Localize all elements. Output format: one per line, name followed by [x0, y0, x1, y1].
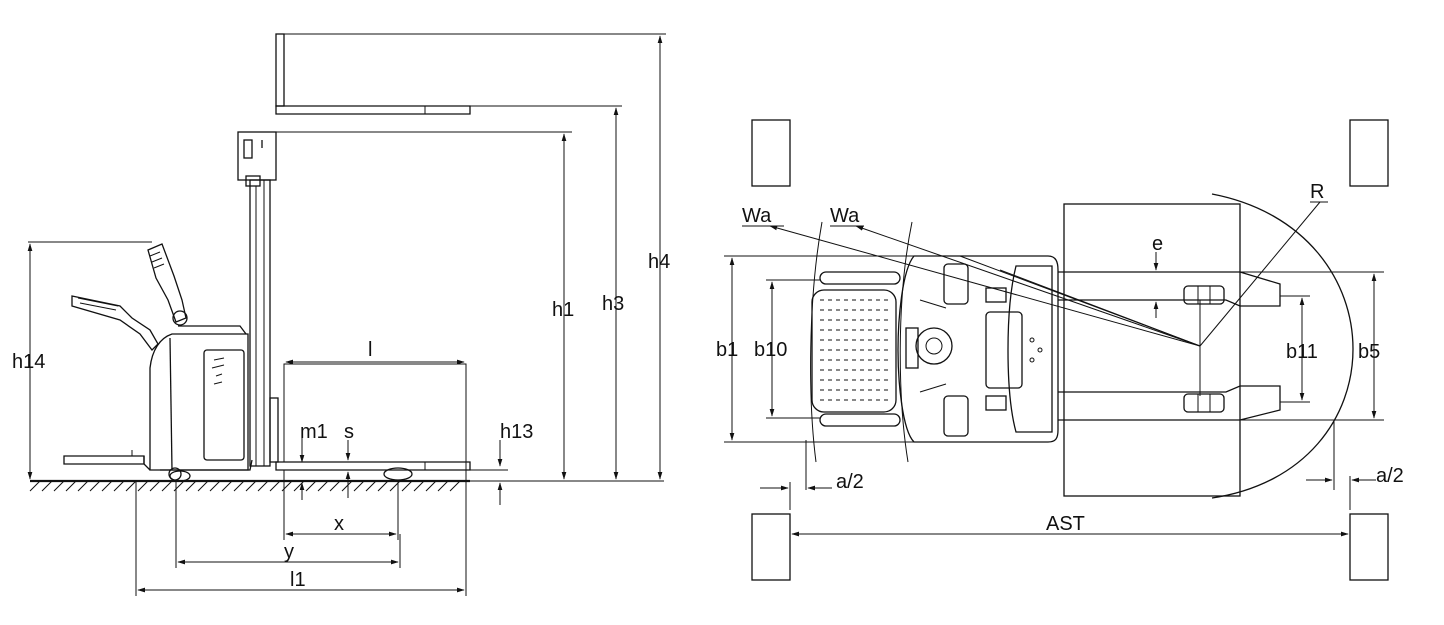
dim-a2-left — [760, 440, 832, 510]
label-b5: b5 — [1358, 341, 1380, 363]
dim-b1 — [724, 255, 914, 443]
label-wa-right: Wa — [830, 205, 860, 227]
tiller-handles — [71, 243, 188, 351]
label-e: e — [1152, 233, 1163, 255]
label-l1: l1 — [290, 569, 306, 591]
dim-l1 — [135, 462, 467, 596]
dim-h13 — [470, 440, 508, 505]
platform — [63, 450, 145, 465]
wa-curve-left — [810, 221, 823, 463]
dim-b11 — [1280, 295, 1310, 403]
dim-h3 — [470, 105, 664, 482]
dim-b10 — [766, 279, 820, 419]
label-h4: h4 — [648, 251, 670, 273]
platform-top — [811, 271, 901, 427]
label-h13: h13 — [500, 421, 533, 443]
dim-h1 — [276, 131, 572, 480]
label-h14: h14 — [12, 351, 45, 373]
dim-b5 — [1240, 271, 1384, 421]
dim-a2-right — [1306, 420, 1376, 510]
wa-curve-right — [899, 221, 913, 463]
label-b11: b11 — [1286, 341, 1318, 363]
label-h3: h3 — [602, 293, 624, 315]
label-ast: AST — [1046, 513, 1085, 535]
pallet-bottom-right — [1349, 513, 1389, 581]
label-h1: h1 — [552, 299, 574, 321]
label-x: x — [334, 513, 344, 535]
label-y: y — [284, 541, 294, 563]
dim-h4 — [284, 33, 666, 480]
dim-h14 — [27, 241, 152, 480]
raised-forks — [275, 33, 471, 115]
label-a2-left: a/2 — [836, 471, 864, 493]
truck-body — [143, 325, 253, 481]
label-l: l — [368, 339, 372, 361]
pallet-bottom-left — [751, 513, 791, 581]
dim-y — [175, 480, 401, 568]
label-b1: b1 — [716, 339, 738, 361]
wa-leaders — [742, 201, 1328, 396]
pallet-top-left — [751, 119, 791, 187]
turning-arc — [1211, 193, 1354, 499]
load-box — [283, 363, 467, 463]
pallet-top-right — [1349, 119, 1389, 187]
top-view: Wa Wa R e b1 b10 b11 b5 a/2 a/2 AST — [716, 119, 1404, 581]
label-wa-left: Wa — [742, 205, 772, 227]
load-rect — [1063, 203, 1241, 497]
forks-top — [1058, 271, 1281, 421]
mast — [237, 131, 279, 467]
lowered-forks — [169, 461, 471, 482]
side-view: h14 h1 h3 h4 l m1 s h13 x y l1 — [12, 33, 670, 596]
label-s: s — [344, 421, 354, 443]
label-r: R — [1310, 181, 1324, 203]
ground-hatch — [29, 479, 470, 492]
dim-x — [283, 470, 399, 540]
label-m1: m1 — [300, 421, 328, 443]
label-b10: b10 — [754, 339, 787, 361]
label-a2-right: a/2 — [1376, 465, 1404, 487]
